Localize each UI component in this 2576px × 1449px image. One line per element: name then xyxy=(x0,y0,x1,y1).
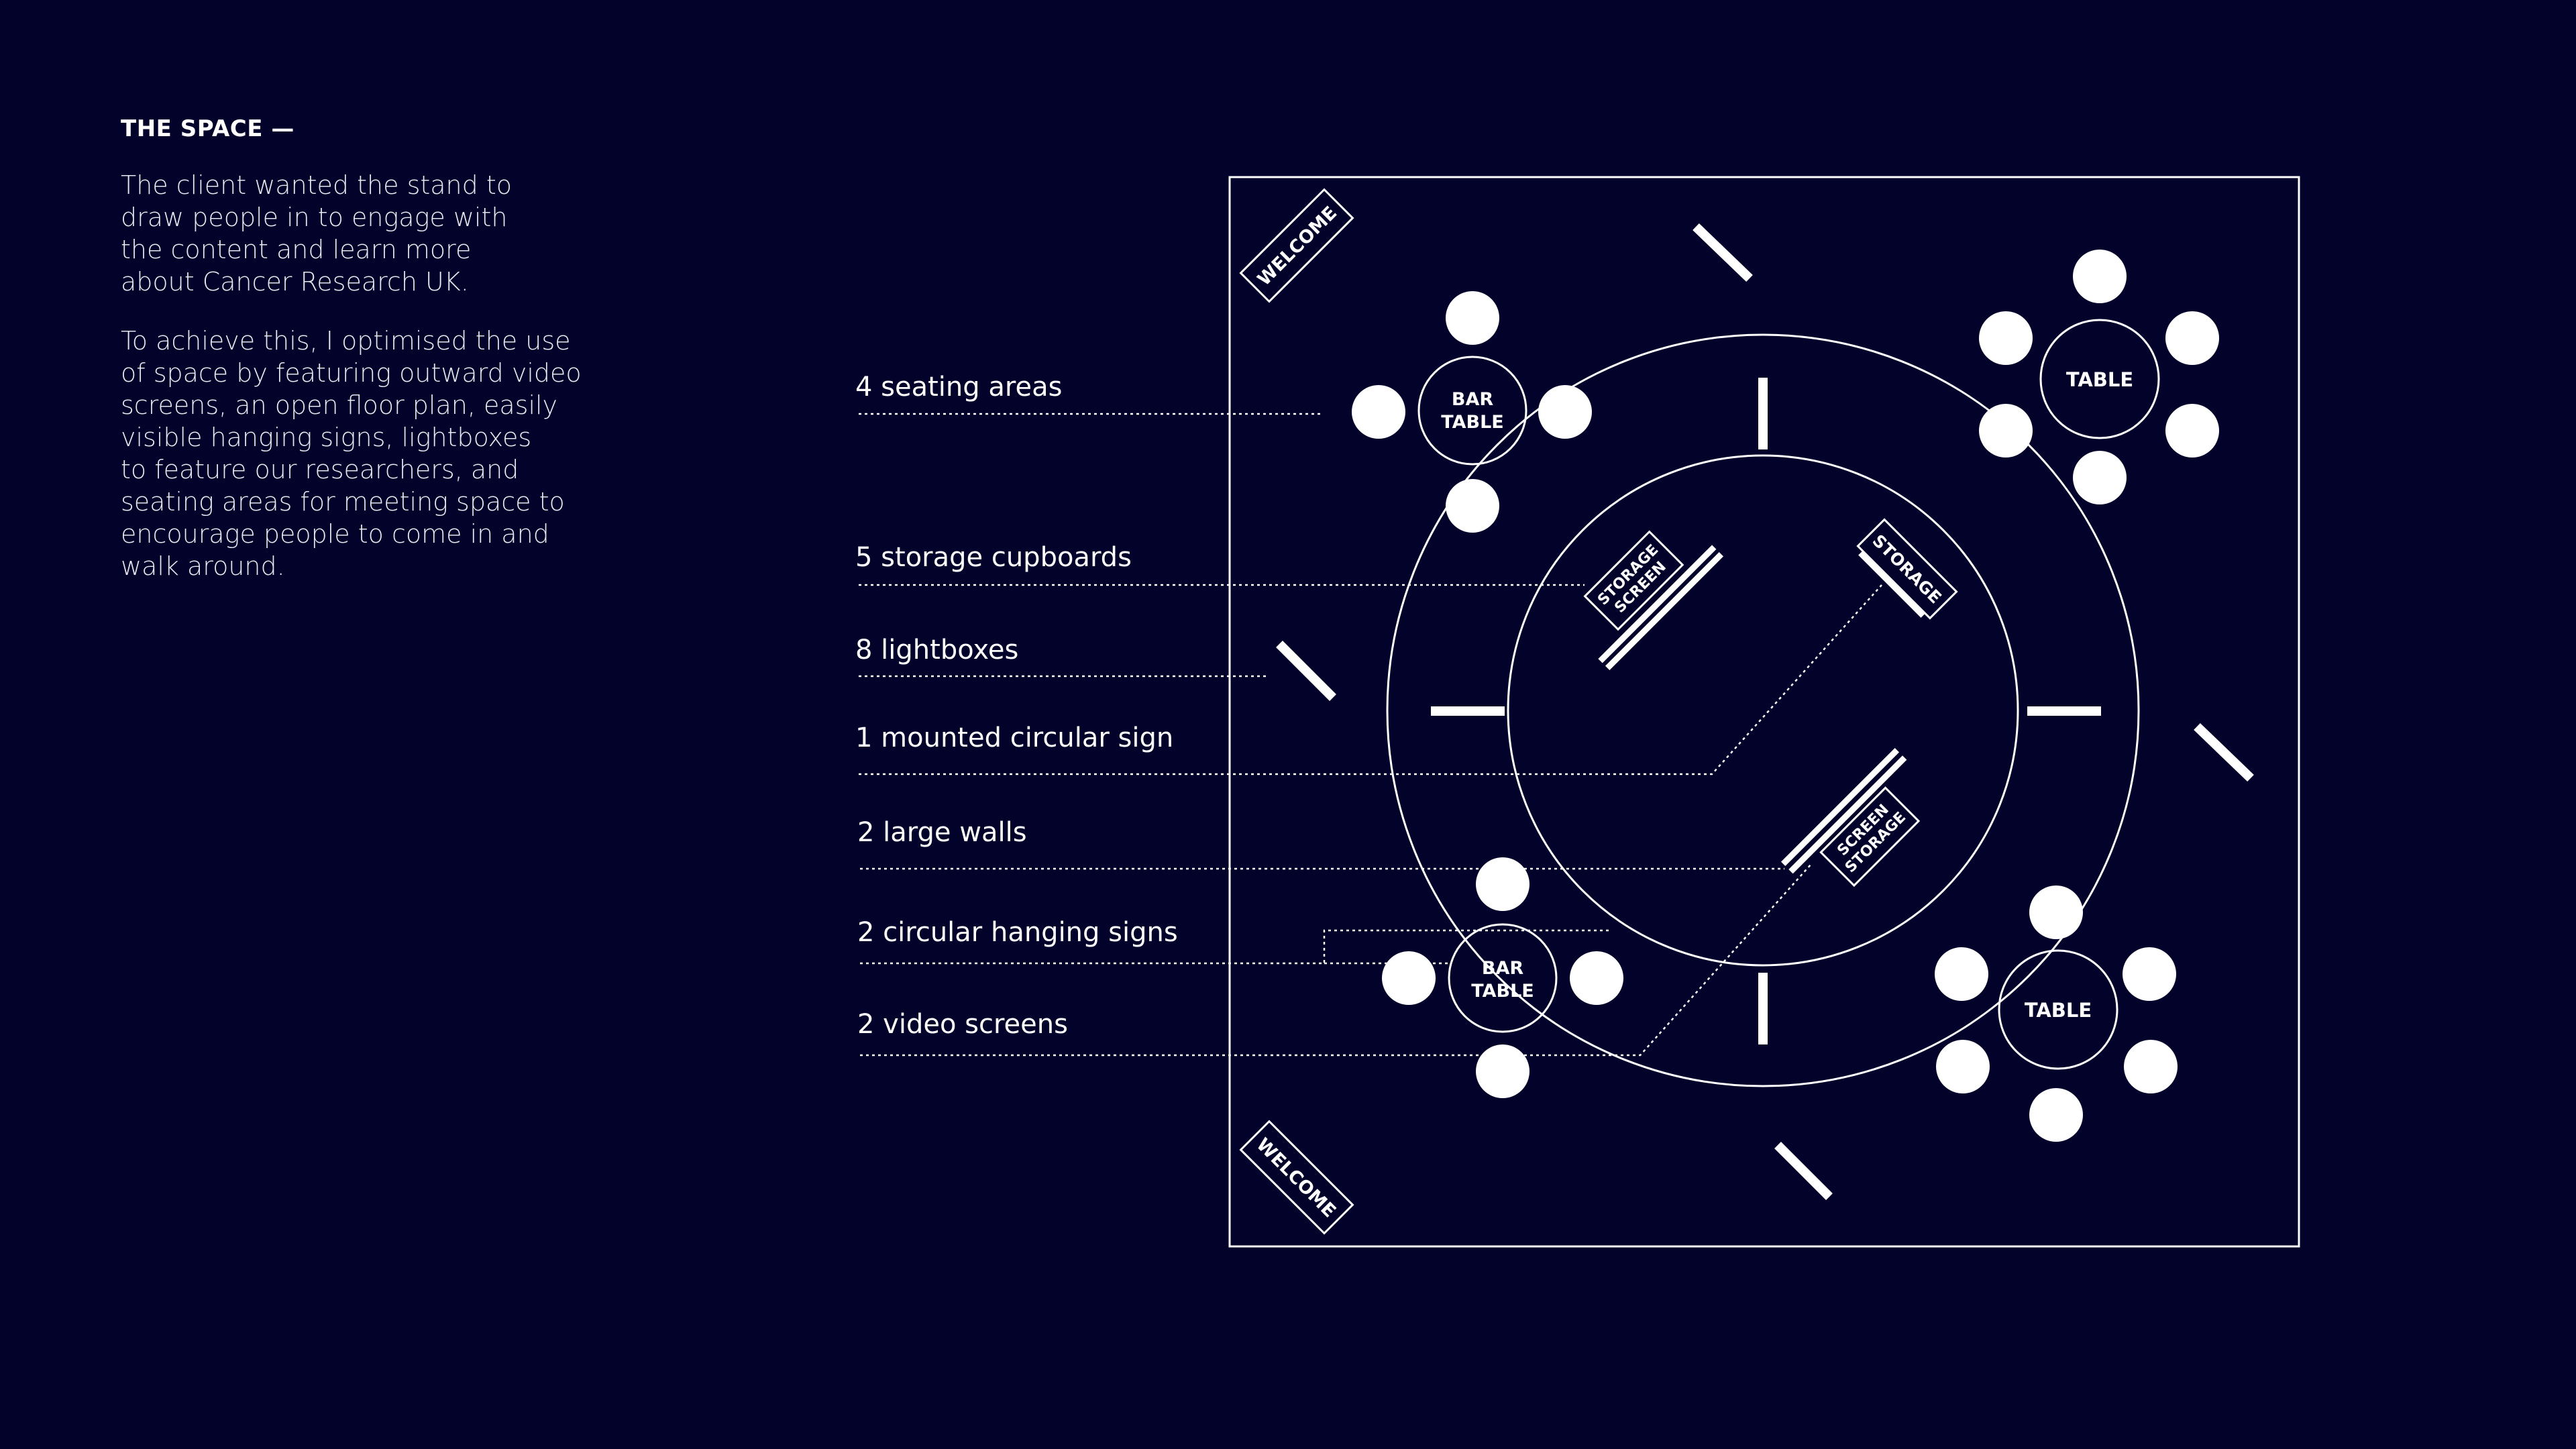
bar-table-bottom-group: BAR TABLE xyxy=(1382,857,1623,1098)
section-heading: THE SPACE — xyxy=(121,115,294,142)
chair xyxy=(1979,311,2033,365)
storage-screen-left-frame xyxy=(1583,530,1684,631)
table-top-right-label: TABLE xyxy=(2066,368,2133,391)
storage-right: STORAGE xyxy=(1856,518,1958,620)
storage-screen-left: STORAGE SCREEN xyxy=(1583,530,1724,671)
bar-table-bottom-label-1: BAR xyxy=(1482,958,1523,979)
chair xyxy=(2029,1088,2083,1142)
welcome-sign-top-frame xyxy=(1239,188,1354,303)
stand-outline xyxy=(1228,176,2300,1248)
stool xyxy=(1352,385,1405,439)
chair xyxy=(1936,1040,1990,1093)
callout-video-screens: 2 video screens xyxy=(857,1009,1068,1040)
screen-storage-bottom: SCREEN STORAGE xyxy=(1780,747,1921,888)
bar-table-bottom xyxy=(1448,923,1558,1033)
table-bottom-right-group: TABLE xyxy=(1935,885,2178,1142)
bar-table-bottom-label-2: TABLE xyxy=(1471,981,1534,1002)
welcome-sign-bottom: WELCOME xyxy=(1239,1120,1354,1235)
leader-mounted-circular-sign xyxy=(859,584,1882,775)
welcome-sign-top: WELCOME xyxy=(1239,188,1354,303)
chair xyxy=(2073,451,2127,504)
callout-storage-cupboards: 5 storage cupboards xyxy=(855,542,1132,573)
callout-mounted-circular-sign: 1 mounted circular sign xyxy=(855,722,1174,753)
lightbox-top xyxy=(1693,223,1753,282)
stool xyxy=(1382,951,1436,1005)
callout-lightboxes: 8 lightboxes xyxy=(855,635,1019,665)
intro-paragraph-2: To achieve this, I optimised the use of … xyxy=(121,326,582,581)
outer-circular-sign xyxy=(1386,333,2140,1087)
welcome-sign-bottom-frame xyxy=(1239,1120,1354,1235)
table-top-right xyxy=(2039,319,2160,439)
stool xyxy=(1570,951,1623,1005)
bar-table-top-label-2: TABLE xyxy=(1441,412,1503,433)
stool xyxy=(1446,291,1499,345)
inner-circular-sign xyxy=(1507,454,2019,967)
chair xyxy=(1935,947,1988,1001)
callout-leader-lines xyxy=(859,413,1882,1057)
storage-bar-left xyxy=(1605,551,1724,671)
lightbox-bottom xyxy=(1774,1142,1833,1200)
stool xyxy=(1538,385,1592,439)
chair xyxy=(2124,1040,2178,1093)
screen-storage-bottom-frame xyxy=(1819,786,1921,888)
storage-bar-bottom xyxy=(1788,755,1907,874)
stool xyxy=(1446,479,1499,533)
chair xyxy=(1979,404,2033,458)
table-bottom-right-label: TABLE xyxy=(2025,999,2092,1022)
intro-paragraph-1: The client wanted the stand to draw peop… xyxy=(121,170,512,297)
chair xyxy=(2165,311,2219,365)
storage-bar-right xyxy=(1858,551,1925,618)
callout-circular-hanging-signs: 2 circular hanging signs xyxy=(857,917,1178,948)
table-bottom-right xyxy=(1998,949,2118,1070)
intro-text-block: THE SPACE — The client wanted the stand … xyxy=(121,115,604,609)
chair xyxy=(2029,885,2083,939)
stool xyxy=(1476,1044,1529,1098)
bar-table-top-group: BAR TABLE xyxy=(1352,291,1592,533)
lightbox-left xyxy=(1276,641,1336,701)
lightbox-right xyxy=(2194,722,2254,782)
chair xyxy=(2165,404,2219,458)
stool xyxy=(1476,857,1529,911)
leader-video-screens xyxy=(860,863,1812,1057)
table-top-right-group: TABLE xyxy=(1979,250,2219,504)
chair xyxy=(2123,947,2176,1001)
callout-large-walls: 2 large walls xyxy=(857,817,1027,848)
callout-seating-areas: 4 seating areas xyxy=(855,372,1063,402)
bar-table-top xyxy=(1417,356,1527,466)
lightboxes xyxy=(1276,223,2254,1200)
leader-circular-hanging-signs-a xyxy=(860,929,1610,965)
bar-table-top-label-1: BAR xyxy=(1452,389,1493,410)
video-screen-left xyxy=(1598,545,1717,663)
video-screen-bottom xyxy=(1780,747,1900,867)
chair xyxy=(2073,250,2127,303)
